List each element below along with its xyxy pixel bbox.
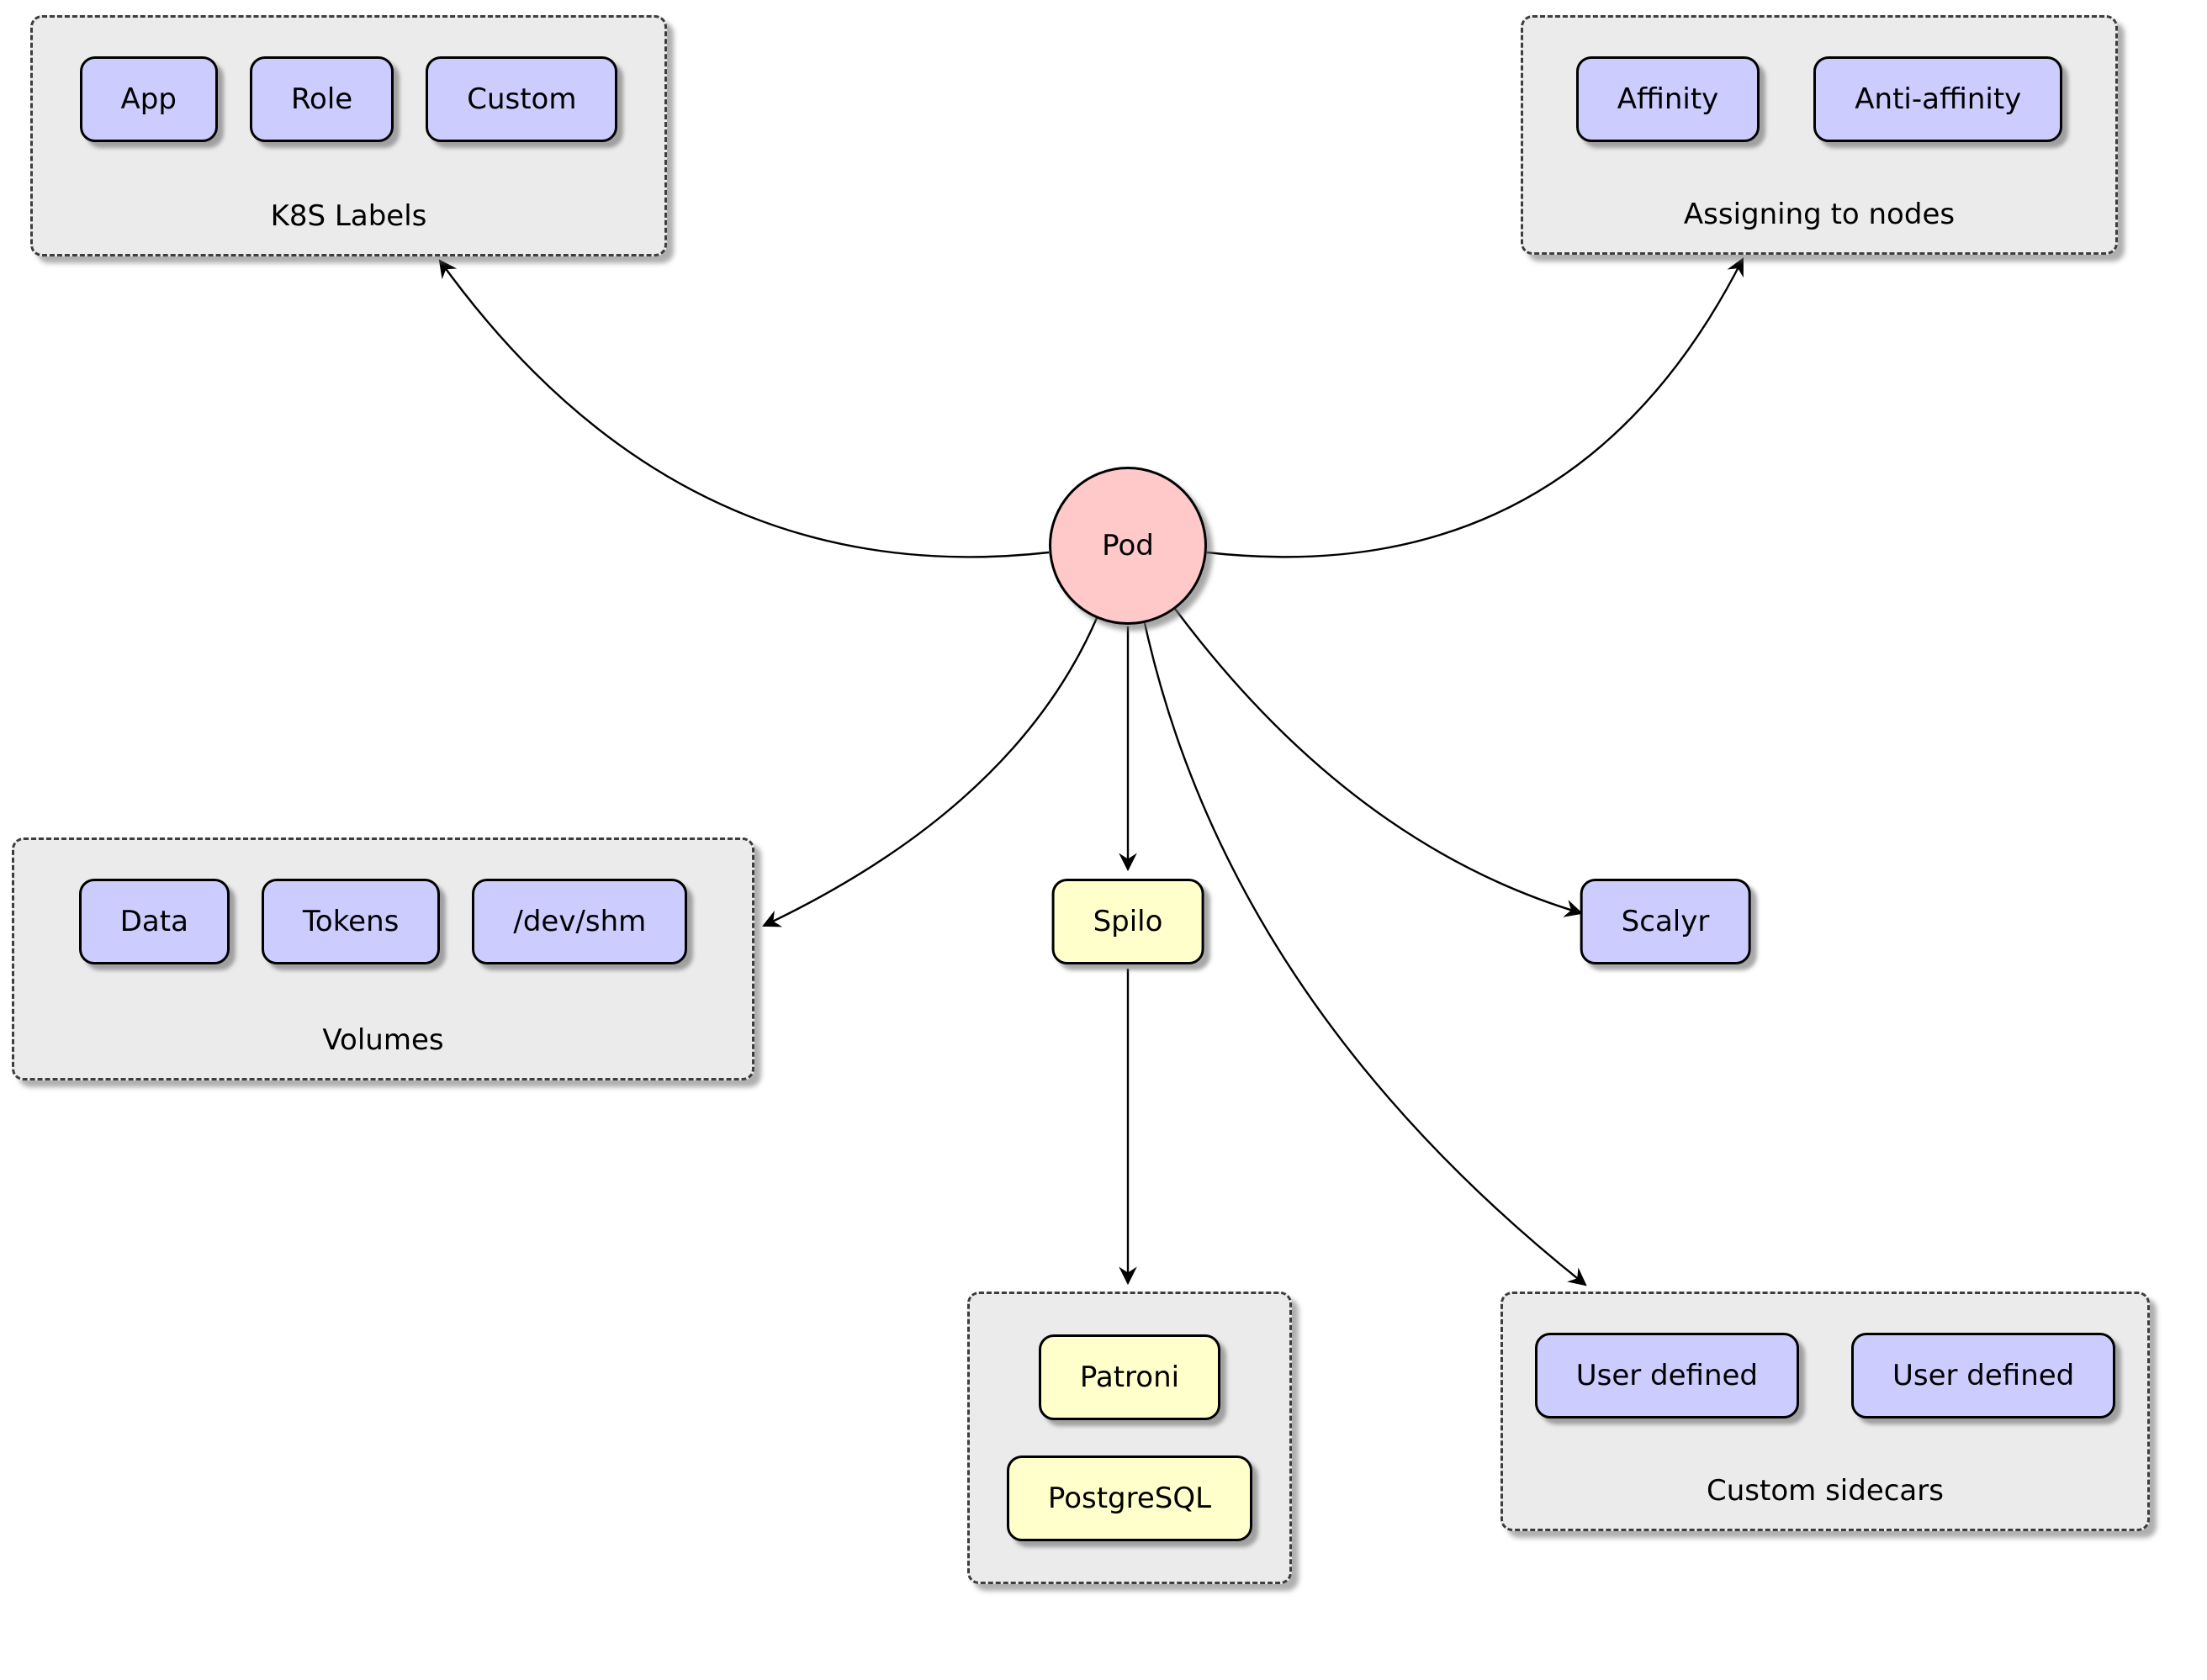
node-custom: Custom — [426, 56, 618, 142]
group-volumes: Data Tokens /dev/shm Volumes — [12, 837, 754, 1080]
node-scalyr: Scalyr — [1580, 879, 1751, 964]
group-assigning-to-nodes-title: Assigning to nodes — [1683, 197, 1956, 231]
group-k8s-labels: App Role Custom K8S Labels — [30, 15, 667, 256]
node-role: Role — [249, 56, 394, 142]
node-affinity: Affinity — [1575, 56, 1760, 142]
node-pod: Pod — [1049, 467, 1207, 625]
node-data: Data — [78, 879, 230, 964]
node-postgresql: PostgreSQL — [1006, 1455, 1253, 1541]
group-spilo-internals-items: Patroni PostgreSQL — [1006, 1334, 1253, 1541]
group-volumes-items: Data Tokens /dev/shm — [78, 879, 688, 964]
group-k8s-labels-items: App Role Custom — [79, 56, 618, 142]
node-spilo: Spilo — [1051, 879, 1204, 964]
arrow-pod-to-assigning-to-nodes — [1206, 257, 1744, 558]
group-volumes-title: Volumes — [322, 1022, 444, 1057]
arrow-pod-to-scalyr — [1174, 608, 1584, 917]
arrow-pod-to-k8s-labels — [438, 259, 1050, 558]
node-patroni: Patroni — [1038, 1334, 1221, 1420]
node-anti-affinity: Anti-affinity — [1813, 56, 2063, 142]
node-user-defined-2: User defined — [1851, 1333, 2116, 1418]
node-dev-shm: /dev/shm — [472, 879, 688, 964]
group-k8s-labels-title: K8S Labels — [270, 198, 427, 233]
group-custom-sidecars-items: User defined User defined — [1534, 1333, 2116, 1418]
group-custom-sidecars-title: Custom sidecars — [1707, 1473, 1944, 1508]
group-spilo-internals: Patroni PostgreSQL — [967, 1292, 1292, 1584]
group-assigning-to-nodes-items: Affinity Anti-affinity — [1575, 56, 2063, 142]
arrow-pod-to-custom-sidecars — [1143, 622, 1587, 1286]
arrow-pod-to-volumes — [762, 617, 1098, 927]
node-tokens: Tokens — [261, 879, 441, 964]
group-custom-sidecars: User defined User defined Custom sidecar… — [1500, 1292, 2150, 1531]
node-user-defined-1: User defined — [1534, 1333, 1799, 1418]
node-app: App — [79, 56, 218, 142]
group-assigning-to-nodes: Affinity Anti-affinity Assigning to node… — [1521, 15, 2118, 255]
